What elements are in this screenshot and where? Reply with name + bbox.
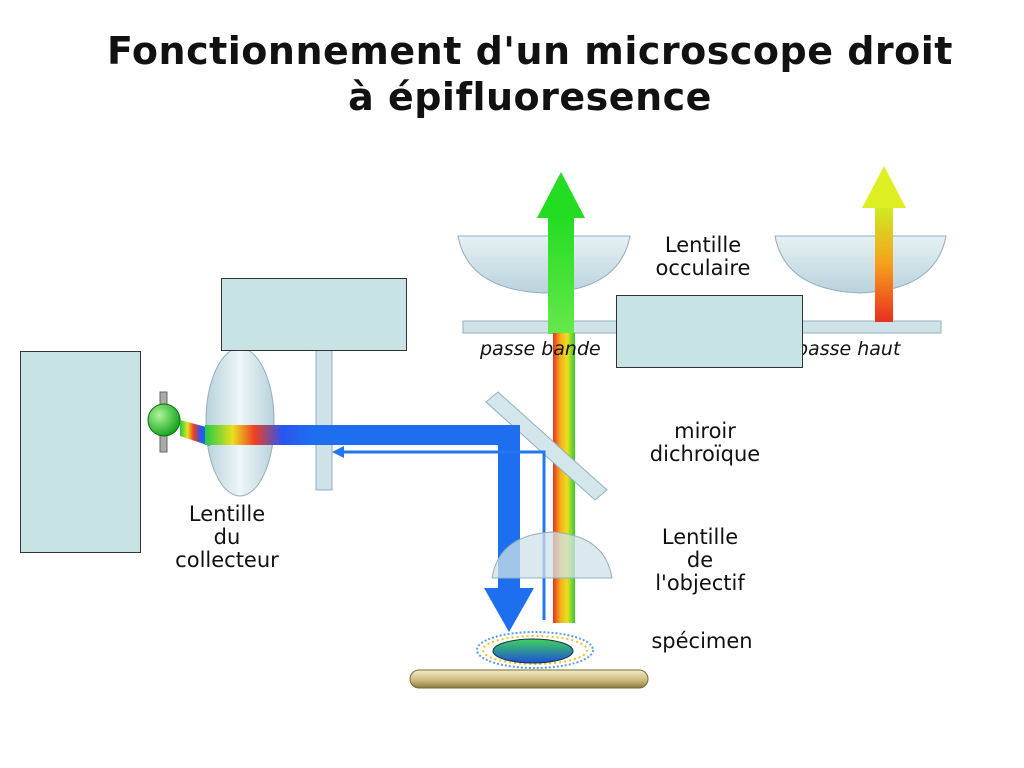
objective-lens-label-line-3: l'objectif [655,571,745,595]
highpass-beam [875,206,893,322]
highpass-arrow-icon [862,166,906,208]
title-line-2: à épifluoresence [348,75,712,119]
blank-box-emission-filter[interactable] [616,295,803,368]
stage [409,669,649,689]
emission-beam [548,216,574,334]
specimen-label: spécimen [651,629,753,653]
collector-lens-label-line-1: Lentille [188,502,266,526]
emission-arrow-icon [537,172,585,218]
dichroic-mirror-label-line-1: miroir [674,419,736,443]
ocular-lens-label-line-2: occulaire [655,256,751,280]
reflected-arrow-icon [332,446,344,458]
bandpass-label: passe bande [480,338,601,360]
blank-box-light-source[interactable] [20,351,141,553]
ocular-lens-right [774,235,947,294]
excitation-beam [315,425,510,445]
collector-lens [205,347,275,497]
title-line-1: Fonctionnement d'un microscope droit [107,29,953,73]
ocular-lens-label-line-1: Lentille [664,233,742,257]
dichroic-mirror-label-line-2: dichroïque [649,442,761,466]
objective-lens-label: Lentille de l'objectif [642,526,758,595]
beam-rainbow [205,425,315,445]
dichroic-mirror-label: miroir dichroïque [642,420,768,466]
objective-lens-label-line-1: Lentille [661,525,739,549]
light-bulb-icon [147,403,181,437]
ocular-lens-label: Lentille occulaire [640,234,766,280]
highpass-label: passe haut [796,338,901,360]
dichroic-mirror [485,391,608,501]
objective-lens [491,531,613,579]
excitation-arrow-icon [484,588,534,632]
page-title: Fonctionnement d'un microscope droit à é… [0,28,1024,120]
ocular-lens-left [457,235,631,294]
excitation-filter [315,349,333,491]
collector-lens-label-line-2: du [213,525,241,549]
objective-lens-label-line-2: de [686,548,714,572]
collector-lens-label: Lentille du collecteur [160,503,294,572]
collector-lens-label-line-3: collecteur [175,548,279,572]
specimen-icon [476,631,594,669]
blank-box-filter[interactable] [221,278,407,351]
beam-cone [180,420,210,446]
